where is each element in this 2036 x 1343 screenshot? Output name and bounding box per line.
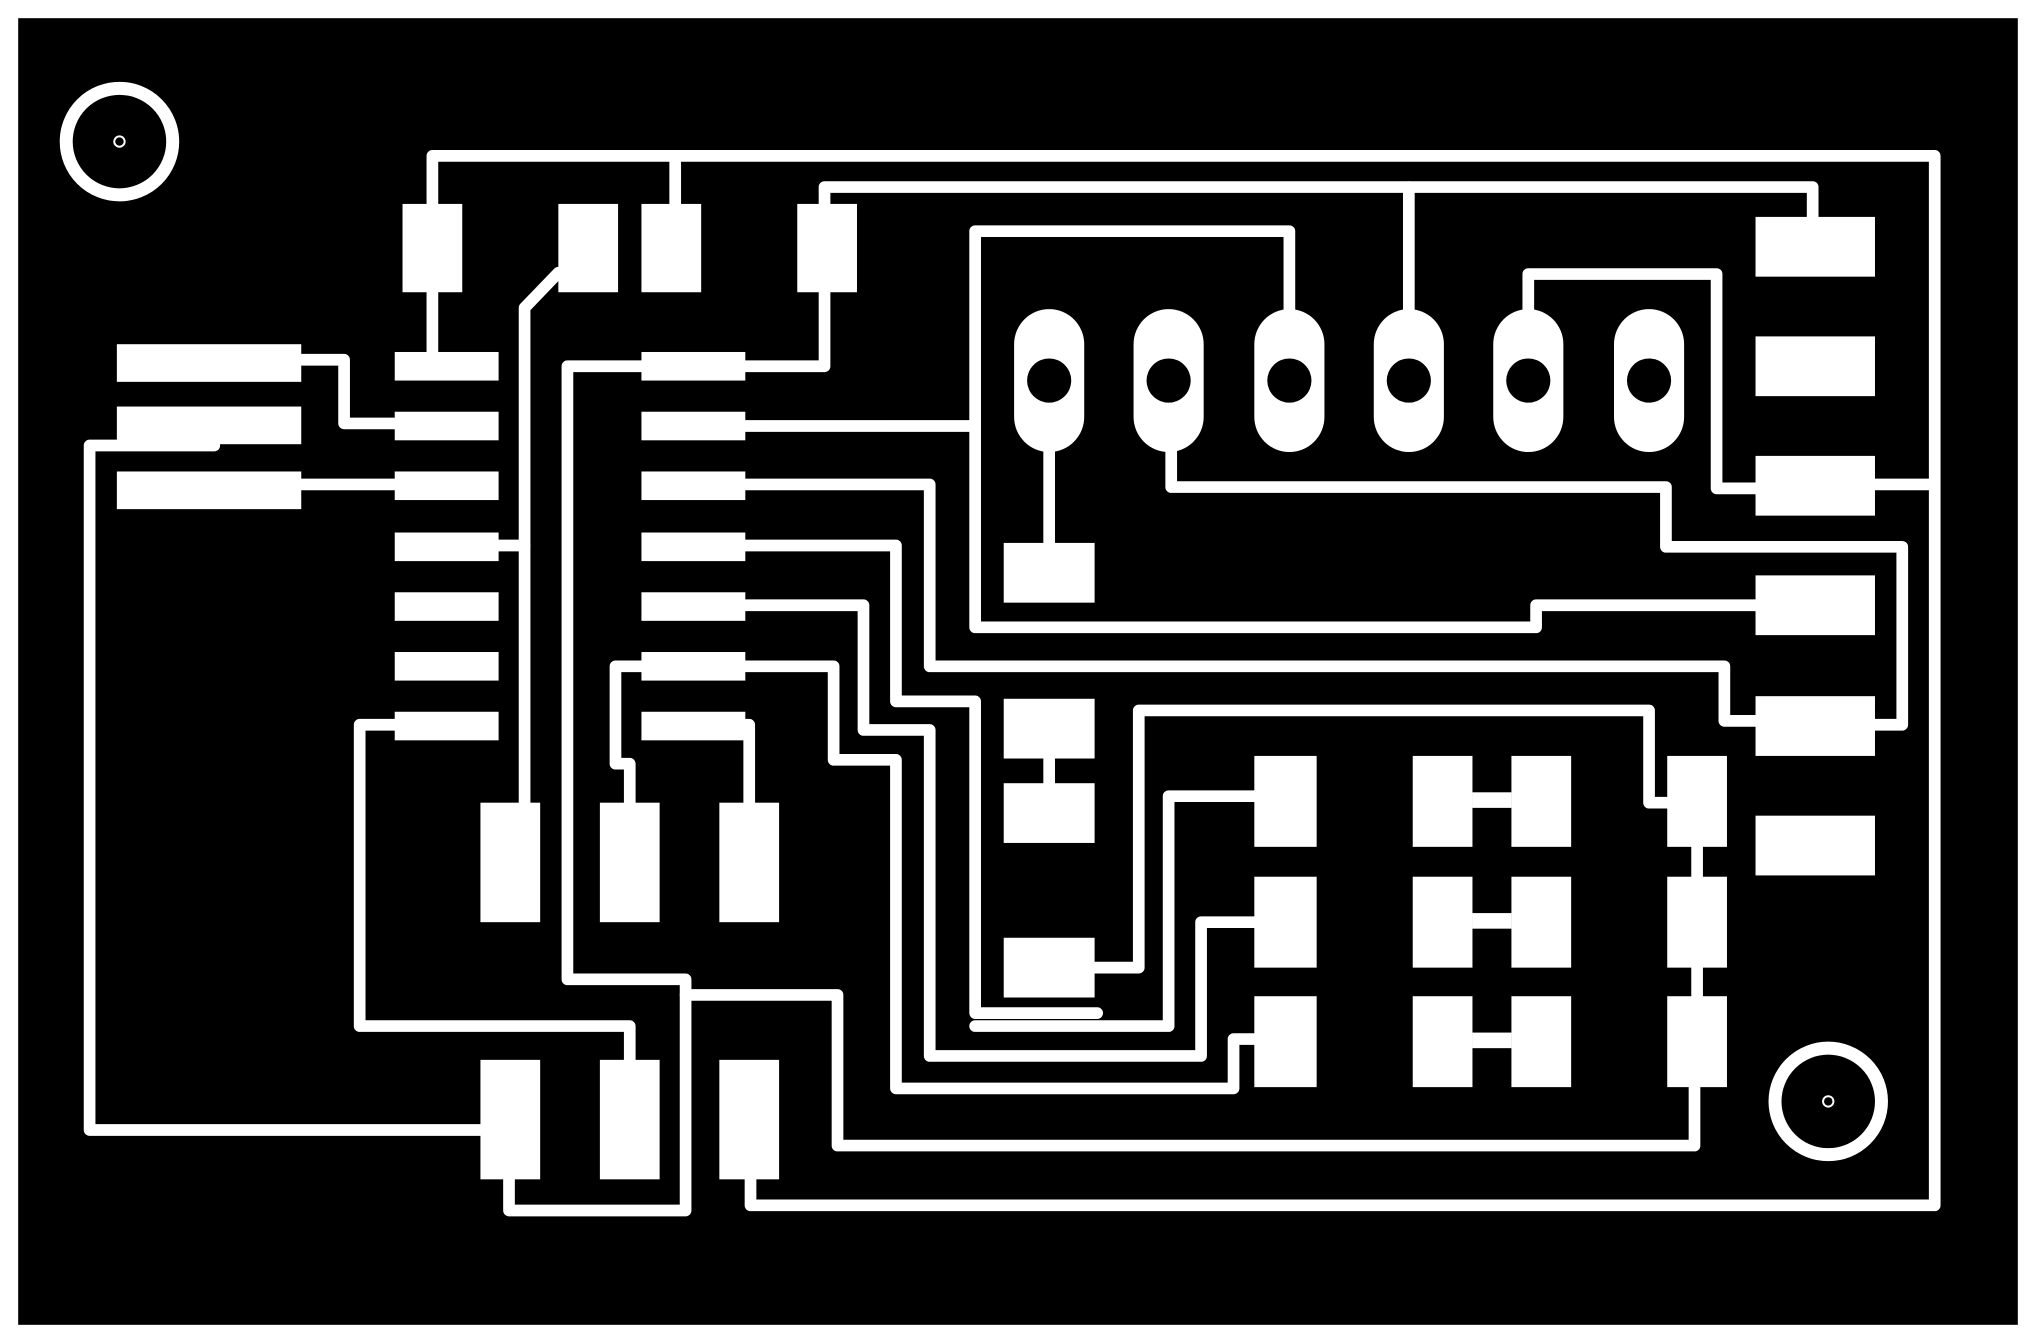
trace-second-bus [818,181,1819,227]
pad-mid-1 [480,802,541,923]
ring-icon [1768,1041,1888,1162]
btn-pad-r2 [1667,876,1727,968]
header-pin-6 [1613,309,1685,452]
header-6pin [1014,309,1685,452]
header-pin-3 [1254,309,1325,452]
header-pin-1 [1014,309,1085,452]
ic-pin-l5 [394,592,499,621]
btn-h1-a [1412,755,1473,847]
pad-right-2 [1755,336,1875,397]
pad-bot-3 [719,1059,780,1180]
trace-ic-right6 [736,660,1261,1095]
ic-pin-r1 [641,351,746,381]
ic-pin-r3 [641,471,746,501]
pad-right-3 [1755,455,1875,516]
pad-right-6 [1755,815,1875,876]
pad-bot-2 [599,1059,660,1180]
ic-pin-r4 [641,532,746,562]
trace-ic-left-pin6 [609,660,649,809]
pad-left-2 [116,406,302,445]
trace-ic-right1-left [503,360,692,1217]
smd-pads [116,203,1875,1180]
trace-bottom-mid [679,989,1701,1152]
trace-ic-right4 [736,539,1104,1019]
trace-top-bus [426,150,1941,1212]
btn-h3-b [1511,996,1572,1088]
pad-lower [1003,937,1095,998]
trace-header-loop-b [1522,268,1762,495]
pad-right-1 [1755,216,1875,277]
btn-h1-bar [1472,792,1512,808]
drill-icon [113,135,126,148]
ic-pin-l6 [394,652,499,681]
trace-header-pin2 [1165,443,1909,731]
pad-stack-2 [1003,783,1095,843]
mount-hole-top-left [59,81,180,202]
ic-pin-r2 [641,411,746,441]
ic-pin-l7 [394,711,499,741]
trace-ic-right3 [736,478,1762,727]
trace-ic-right5 [736,599,1261,1062]
btn-h1-b [1511,755,1572,847]
ic-pin-l1 [394,351,499,381]
ic-pin-r6 [641,652,746,681]
ring-icon [59,81,180,202]
pad-left-3 [116,471,302,510]
btn-pad-l3 [1254,996,1317,1088]
ic-pin-l4 [394,532,499,562]
btn-pad-r3 [1667,996,1727,1088]
ic-pin-r5 [641,592,746,621]
copper-traces [83,150,1941,1217]
pad-right-4 [1755,575,1875,636]
btn-h3-a [1412,996,1473,1088]
btn-h2-a [1412,876,1473,968]
pad-top-3 [641,203,702,293]
pad-left-1 [116,344,302,382]
btn-pad-l2 [1254,876,1317,968]
pad-bot-1 [480,1059,541,1180]
header-pin-5 [1493,309,1564,452]
pad-header-sq [1003,542,1095,603]
drill-icon [1822,1095,1835,1108]
pad-top-4 [797,203,857,293]
trace-inner-b [969,790,1261,1032]
trace-header-loop-a [969,225,1762,634]
pad-top-2 [558,203,619,293]
trace-inner-a [1088,704,1679,974]
header-pin-2 [1133,309,1204,452]
header-pin-4 [1373,309,1444,452]
mount-hole-bottom-right [1768,1041,1888,1162]
trace-ic-left-bottom [353,718,636,1069]
trace-ic-right1 [736,286,831,373]
btn-h2-b [1511,876,1572,968]
btn-h3-bar [1472,1032,1512,1049]
trace-left-loop [83,439,489,1136]
pad-stack-1 [1003,698,1095,759]
btn-h2-bar [1472,913,1512,929]
pad-mid-2 [599,802,660,923]
pad-right-5 [1755,696,1875,756]
trace-left-pad1 [295,353,402,430]
btn-pad-l1 [1254,755,1317,847]
ic-pin-r7 [641,711,746,741]
pad-top-1 [402,203,463,293]
btn-pad-r1 [1667,755,1727,847]
trace-diag [518,266,565,809]
pad-mid-3 [719,802,780,923]
ic-pin-l3 [394,471,499,501]
ic-pin-l2 [394,411,499,441]
